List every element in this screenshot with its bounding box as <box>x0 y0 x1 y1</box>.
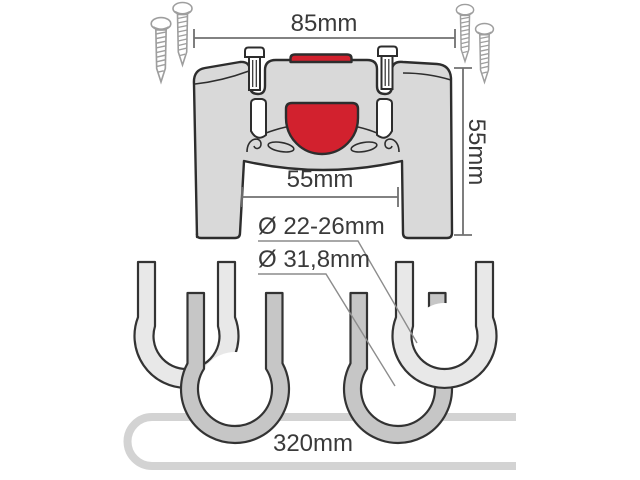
screws-top-left <box>150 1 193 83</box>
saddle-slot-left <box>267 141 295 153</box>
dimension-label-side-height: 55mm <box>463 119 490 186</box>
bolt-head <box>244 46 265 58</box>
label-small-clamp-diameter: Ø 22-26mm <box>258 213 385 240</box>
label-large-clamp-diameter: Ø 31,8mm <box>258 246 370 273</box>
bolt-shaft <box>248 56 261 91</box>
clamp-small-right <box>391 260 498 390</box>
adjustment-bolt-right <box>377 45 398 90</box>
adjustment-bolt-left <box>244 46 265 91</box>
bolt-head <box>377 45 398 57</box>
label-handlebar-length: 320mm <box>273 430 353 457</box>
screw-icon <box>150 16 172 83</box>
clamp-inner-mask <box>411 303 478 369</box>
mount-body <box>192 45 454 240</box>
screws-top-right <box>455 3 495 83</box>
leader-small-clamp <box>258 240 418 344</box>
handlebar-tube <box>123 413 516 470</box>
dimension-inner-width: 55mm <box>241 166 399 207</box>
red-top-strip <box>289 53 353 64</box>
dimension-label-top-width: 85mm <box>291 10 358 37</box>
bolt-knurl-lines <box>252 60 257 87</box>
clamp-inner-mask <box>198 352 272 426</box>
clamp-large-left <box>179 291 291 445</box>
saddle-slot-right <box>350 141 378 153</box>
screw-icon <box>474 22 495 83</box>
clamp-diameter-labels: Ø 22-26mm Ø 31,8mm <box>258 213 418 387</box>
dimension-line <box>193 29 456 48</box>
bolt-knurl-lines <box>384 59 390 86</box>
leader-large-clamp <box>258 273 396 387</box>
dimension-line <box>241 187 399 207</box>
dimension-side-height: 55mm <box>454 67 490 236</box>
frame-opening-right <box>376 98 393 139</box>
post-cap-lines <box>194 70 452 85</box>
dimension-line <box>454 67 472 236</box>
bolt-shaft <box>380 55 394 90</box>
screw-icon <box>172 1 193 66</box>
clamps <box>133 260 498 445</box>
red-release-button <box>284 101 360 156</box>
saddle-detail-lines <box>246 126 400 153</box>
dimension-label-inner-width: 55mm <box>287 166 354 193</box>
dimension-top-width: 85mm <box>193 10 456 48</box>
screw-icon <box>455 3 475 63</box>
handlebar <box>123 413 516 470</box>
frame-opening-left <box>250 98 267 139</box>
